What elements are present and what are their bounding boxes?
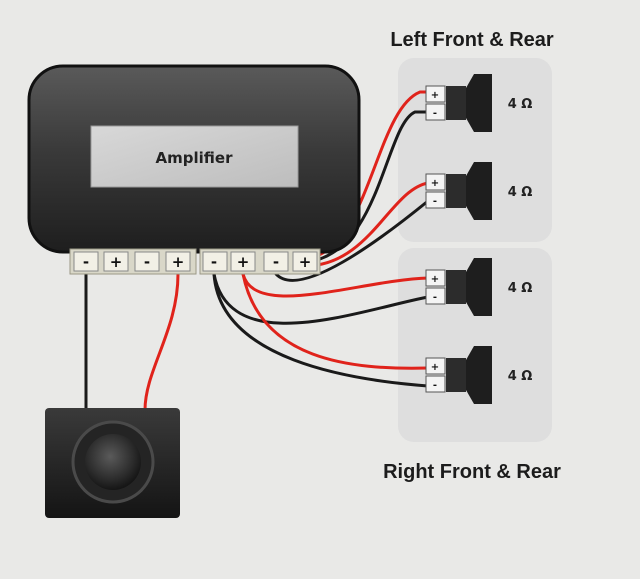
svg-text:-: -	[433, 108, 437, 119]
left-group-title: Left Front & Rear	[390, 29, 554, 51]
subwoofer-cone	[85, 434, 141, 490]
svg-text:+: +	[172, 253, 185, 271]
amplifier-label: Amplifier	[156, 149, 234, 167]
speaker-impedance: 4 Ω	[508, 369, 533, 384]
terminal-1: -	[73, 251, 99, 272]
rf-negative-wire	[212, 272, 430, 325]
speaker-right-rear: + - 4 Ω	[425, 346, 533, 404]
svg-text:+: +	[110, 253, 123, 271]
terminal-4: +	[165, 251, 191, 272]
speaker-magnet	[446, 86, 466, 120]
terminal-2: +	[103, 251, 129, 272]
svg-text:+: +	[431, 362, 439, 373]
svg-text:+: +	[431, 274, 439, 285]
svg-text:+: +	[431, 90, 439, 101]
speaker-impedance: 4 Ω	[508, 185, 533, 200]
svg-text:-: -	[144, 253, 150, 271]
lf-negative-wire	[304, 110, 430, 264]
speaker-terminal-neg	[425, 375, 446, 393]
svg-text:-: -	[433, 292, 437, 303]
speaker-cone-body	[466, 74, 492, 132]
speaker-right-front: + - 4 Ω	[425, 258, 533, 316]
speaker-terminal-neg	[425, 191, 446, 209]
svg-text:-: -	[211, 253, 217, 271]
terminal-8: +	[292, 251, 318, 272]
svg-text:-: -	[83, 253, 89, 271]
speaker-cone-body	[466, 258, 492, 316]
sub-positive-wire	[143, 272, 180, 412]
lr-negative-wire	[274, 199, 430, 282]
svg-text:-: -	[273, 253, 279, 271]
amplifier: Amplifier	[27, 64, 361, 254]
speaker-left-rear: + - 4 Ω	[425, 162, 533, 220]
svg-text:+: +	[299, 253, 312, 271]
speaker-magnet	[446, 174, 466, 208]
terminal-6: +	[230, 251, 256, 272]
speaker-terminal-neg	[425, 103, 446, 121]
svg-text:-: -	[433, 196, 437, 207]
rf-positive-wire	[241, 272, 430, 298]
speaker-terminal-pos	[425, 269, 446, 287]
terminal-3: -	[134, 251, 160, 272]
subwoofer	[45, 408, 180, 518]
rr-positive-wire	[241, 272, 430, 370]
amplifier-terminal-strip: - + - + - + - +	[69, 248, 321, 275]
rr-negative-wire	[212, 272, 430, 388]
speaker-magnet	[446, 270, 466, 304]
amplifier-display	[90, 125, 299, 188]
terminal-7: -	[263, 251, 289, 272]
right-group-title: Right Front & Rear	[383, 461, 561, 483]
terminal-5: -	[202, 251, 228, 272]
speaker-terminal-pos	[425, 357, 446, 375]
speaker-terminal-pos	[425, 173, 446, 191]
speaker-cone-body	[466, 346, 492, 404]
speaker-impedance: 4 Ω	[508, 281, 533, 296]
speaker-cone-body	[466, 162, 492, 220]
speaker-terminal-neg	[425, 287, 446, 305]
svg-text:+: +	[237, 253, 250, 271]
svg-text:+: +	[431, 178, 439, 189]
speaker-impedance: 4 Ω	[508, 97, 533, 112]
svg-text:-: -	[433, 380, 437, 391]
speaker-terminal-pos	[425, 85, 446, 103]
lr-positive-wire	[304, 181, 430, 268]
speaker-magnet	[446, 358, 466, 392]
speaker-left-front: + - 4 Ω	[425, 74, 533, 132]
